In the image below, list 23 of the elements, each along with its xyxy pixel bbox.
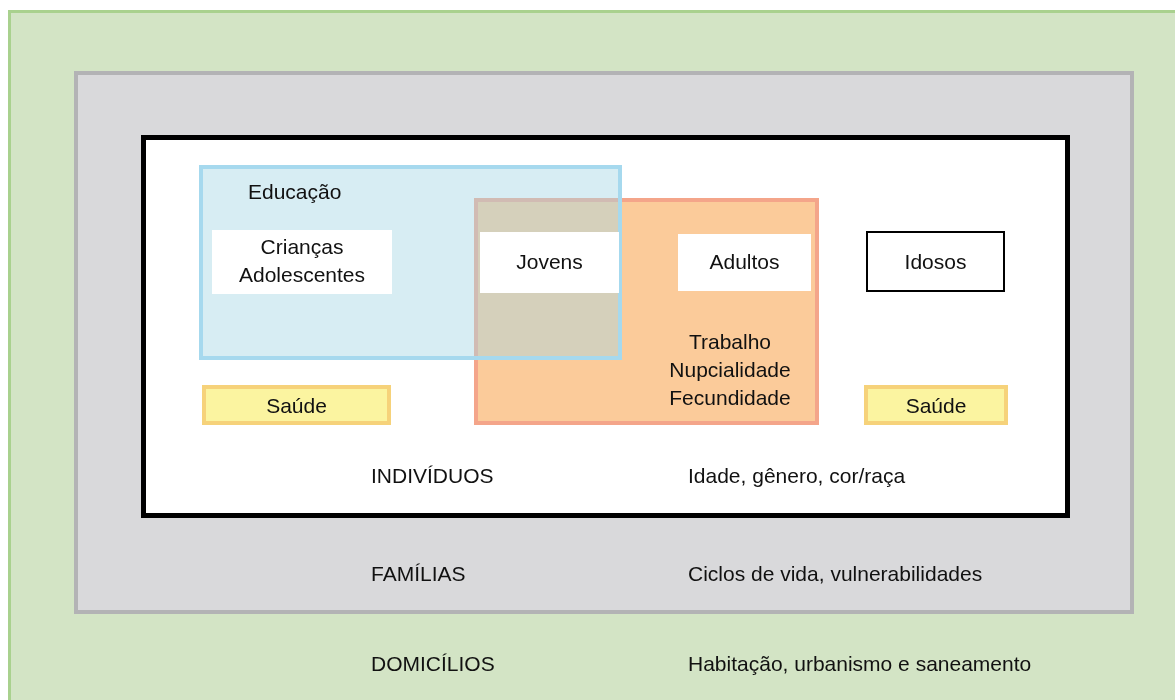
group-title: FAMÍLIAS	[371, 561, 466, 587]
group-description: Habitação, urbanismo e saneamento	[688, 651, 1032, 677]
box-label: Adultos	[708, 249, 781, 275]
age-group-box	[212, 230, 392, 294]
box-label: Crianças Adolescentes	[237, 234, 367, 288]
box-label: Jovens	[515, 249, 584, 275]
inner-group-panel	[141, 135, 1070, 518]
age-group-box	[866, 231, 1005, 292]
group-title: INDIVÍDUOS	[371, 463, 494, 489]
middle-group-panel	[74, 71, 1134, 614]
age-group-box	[678, 234, 811, 291]
box-label: Saúde	[904, 393, 968, 419]
outer-group-panel	[8, 10, 1175, 700]
box-label: Saúde	[265, 393, 328, 419]
health-box	[202, 385, 391, 425]
group-description: Idade, gênero, cor/raça	[688, 463, 906, 489]
group-title: DOMICÍLIOS	[371, 651, 495, 677]
box-label: Idosos	[903, 249, 968, 275]
area-title: Trabalho Nupcialidade Fecundidade	[668, 329, 792, 411]
area-title: Educação	[248, 179, 342, 205]
health-box	[864, 385, 1008, 425]
age-group-box	[480, 232, 619, 293]
group-description: Ciclos de vida, vulnerabilidades	[688, 561, 983, 587]
